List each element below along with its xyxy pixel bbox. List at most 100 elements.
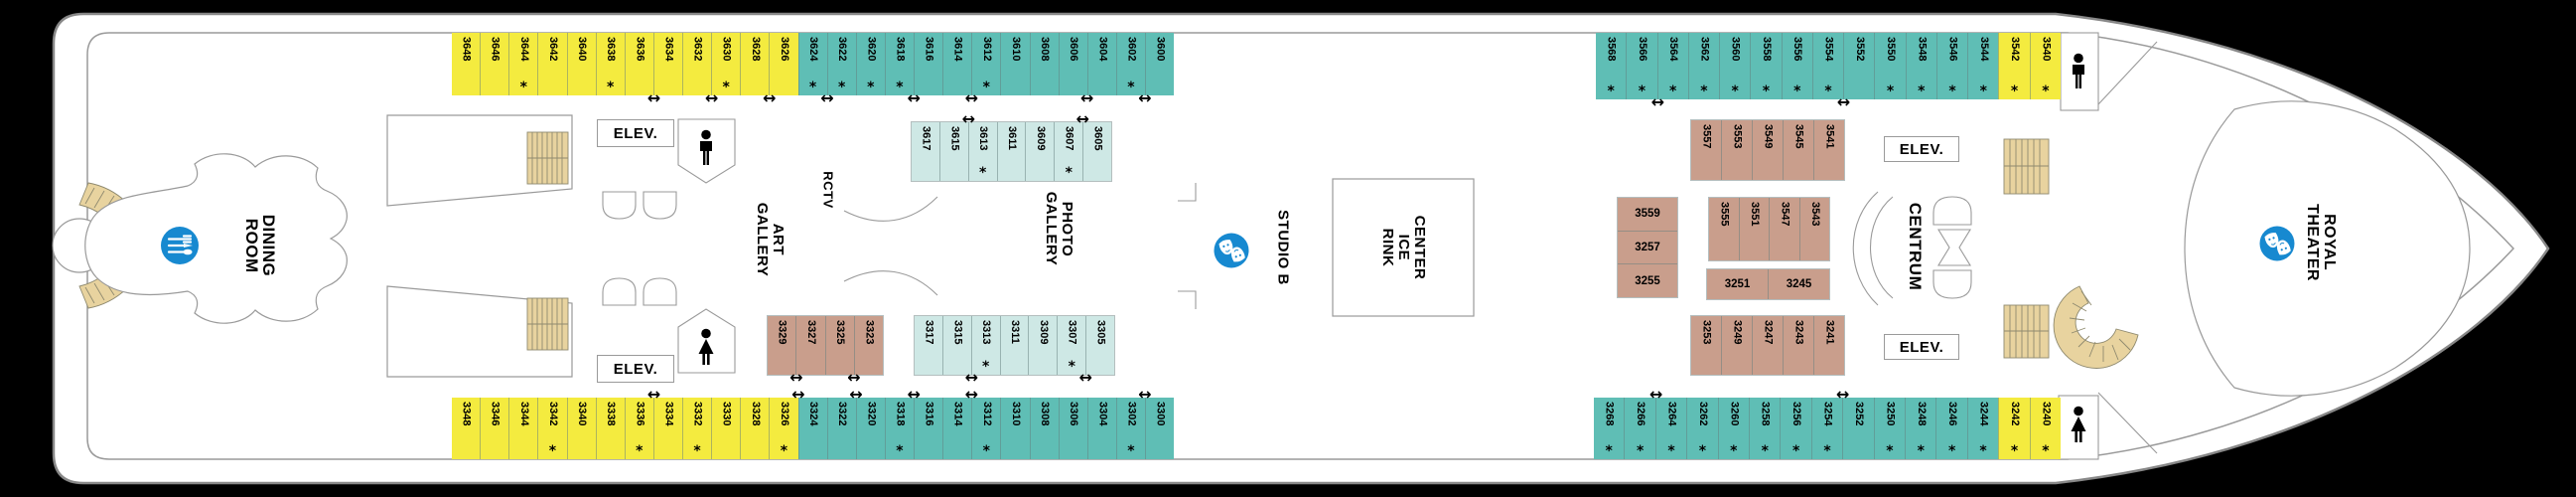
connecting-stateroom-arrow-icon: ↔ (1836, 92, 1851, 111)
cabin-number: 3310 (1009, 402, 1022, 426)
cabin-number: 3605 (1091, 126, 1104, 151)
cabin-3340: 3340 (566, 398, 596, 459)
accessible-star: * (1793, 83, 1801, 99)
cabin-number: 3313 (980, 320, 993, 345)
cabin-number: 3615 (948, 126, 961, 151)
cabin-3243: 3243 (1783, 316, 1813, 375)
connecting-stateroom-arrow-icon: ↔ (964, 88, 979, 107)
ice-rink-outline (1332, 178, 1475, 317)
accessible-star: * (1605, 443, 1613, 459)
cabin-3305: 3305 (1085, 316, 1115, 375)
cabin-3610: 3610 (1000, 33, 1030, 95)
womens-restroom-icon (694, 328, 718, 366)
cabin-3256: 3256* (1780, 398, 1811, 459)
cabin-3550: 3550* (1874, 33, 1906, 99)
cabin-3554: 3554 * (1811, 33, 1844, 99)
cabin-3248: 3248* (1905, 398, 1936, 459)
cabin-number: 3311 (1009, 320, 1021, 344)
cabin-number: 3242 (2008, 402, 2021, 426)
cabin-number: 3644 (517, 37, 530, 62)
connecting-stateroom-arrow-icon: ↔ (907, 385, 921, 404)
accessible-star: * (1824, 83, 1832, 99)
cabin-3300: 3300 (1145, 398, 1175, 459)
cabin-number: 3326 (778, 402, 790, 426)
cabin-3549: 3549 (1752, 120, 1783, 180)
cabin-3246: 3246* (1935, 398, 1967, 459)
cabin-3540: 3540* (2029, 33, 2061, 99)
cabin-3644: 3644* (508, 33, 538, 95)
cabin-number: 3241 (1823, 320, 1836, 345)
centrum-label: CENTRUM (1906, 202, 1925, 291)
cabin-number: 3336 (634, 402, 646, 426)
cabin-3266: 3266* (1624, 398, 1655, 459)
cabin-3560: 3560* (1719, 33, 1751, 99)
cabin-3342: 3342* (537, 398, 567, 459)
cabin-3310: 3310 (1000, 398, 1030, 459)
cabin-number: 3315 (951, 320, 964, 345)
cabin-3322: 3322 (826, 398, 856, 459)
connecting-stateroom-arrow-icon: ↔ (763, 88, 777, 107)
cabin-number: 3600 (1154, 37, 1167, 62)
cabin-3551: 3551 (1738, 198, 1769, 260)
dining-icon (161, 227, 199, 264)
cabin-3249: 3249 (1721, 316, 1752, 375)
cabin-number: 3328 (749, 402, 762, 426)
cabin-number: 3606 (1068, 37, 1080, 62)
cabin-number: 3318 (894, 402, 907, 426)
cabin-3648: 3648 (452, 33, 481, 95)
cabin-row-stbd-fwd-outer: 3268*3266*3264*3262*3260*3258*3256*3254*… (1594, 387, 2062, 459)
cabin-3264: 3264* (1654, 398, 1687, 459)
cabin-number: 3306 (1068, 402, 1080, 426)
cabin-number: 3554 (1822, 37, 1835, 62)
mens-restroom-icon (695, 129, 717, 167)
cabin-3605: 3605 (1082, 122, 1112, 181)
accessible-star: * (2010, 83, 2019, 99)
cabin-number: 3618 (894, 37, 907, 62)
cabin-3253: 3253 (1691, 316, 1721, 375)
cabin-number: 3617 (920, 126, 932, 151)
cabin-number: 3559 (1635, 208, 1660, 221)
cabin-3545: 3545 (1783, 120, 1813, 180)
studio-b-masks-icon (1214, 233, 1249, 268)
connecting-stateroom-arrow-icon: ↔ (1078, 368, 1092, 387)
cabin-number: 3250 (1884, 402, 1897, 426)
cabin-number: 3610 (1009, 37, 1022, 62)
cabin-number: 3309 (1037, 320, 1050, 345)
accessible-star: * (896, 80, 904, 95)
elevator-sign-aft-port: ELEV. (597, 119, 674, 147)
center-ice-rink-label: CENTER ICE RINK (1379, 215, 1428, 280)
cabin-number: 3541 (1823, 124, 1836, 149)
cabin-number: 3240 (2040, 402, 2053, 426)
cabin-number: 3556 (1791, 37, 1804, 62)
cabin-3323: 3323 (853, 316, 883, 375)
elevator-sign-aft-stbd: ELEV. (597, 355, 674, 383)
accessible-star: * (2042, 443, 2050, 459)
cabin-3254: 3254* (1810, 398, 1843, 459)
cabin-3304: 3304 (1086, 398, 1116, 459)
cabin-number: 3255 (1635, 274, 1660, 287)
cabin-number: 3332 (691, 402, 704, 426)
cabin-number: 3304 (1096, 402, 1109, 426)
accessible-star: * (1918, 83, 1926, 99)
cabin-number: 3547 (1779, 202, 1791, 227)
cabin-3348: 3348 (452, 398, 481, 459)
accessible-star: * (1127, 80, 1135, 95)
cabin-number: 3626 (778, 37, 790, 62)
cabin-3257: 3257 (1618, 230, 1677, 264)
cabin-number: 3568 (1605, 37, 1618, 62)
connecting-stateroom-arrow-icon: ↔ (849, 385, 863, 404)
cabin-number: 3325 (834, 320, 847, 345)
accessible-star: * (978, 165, 987, 181)
cabin-3552: 3552 (1843, 33, 1875, 99)
cabin-number: 3564 (1667, 37, 1680, 62)
accessible-star: * (982, 443, 990, 459)
cabin-3244: 3244* (1966, 398, 1999, 459)
cabin-number: 3609 (1034, 126, 1047, 151)
cabin-3309: 3309 (1028, 316, 1058, 375)
cabin-number: 3340 (576, 402, 589, 426)
connecting-stateroom-arrow-icon: ↔ (646, 385, 661, 404)
